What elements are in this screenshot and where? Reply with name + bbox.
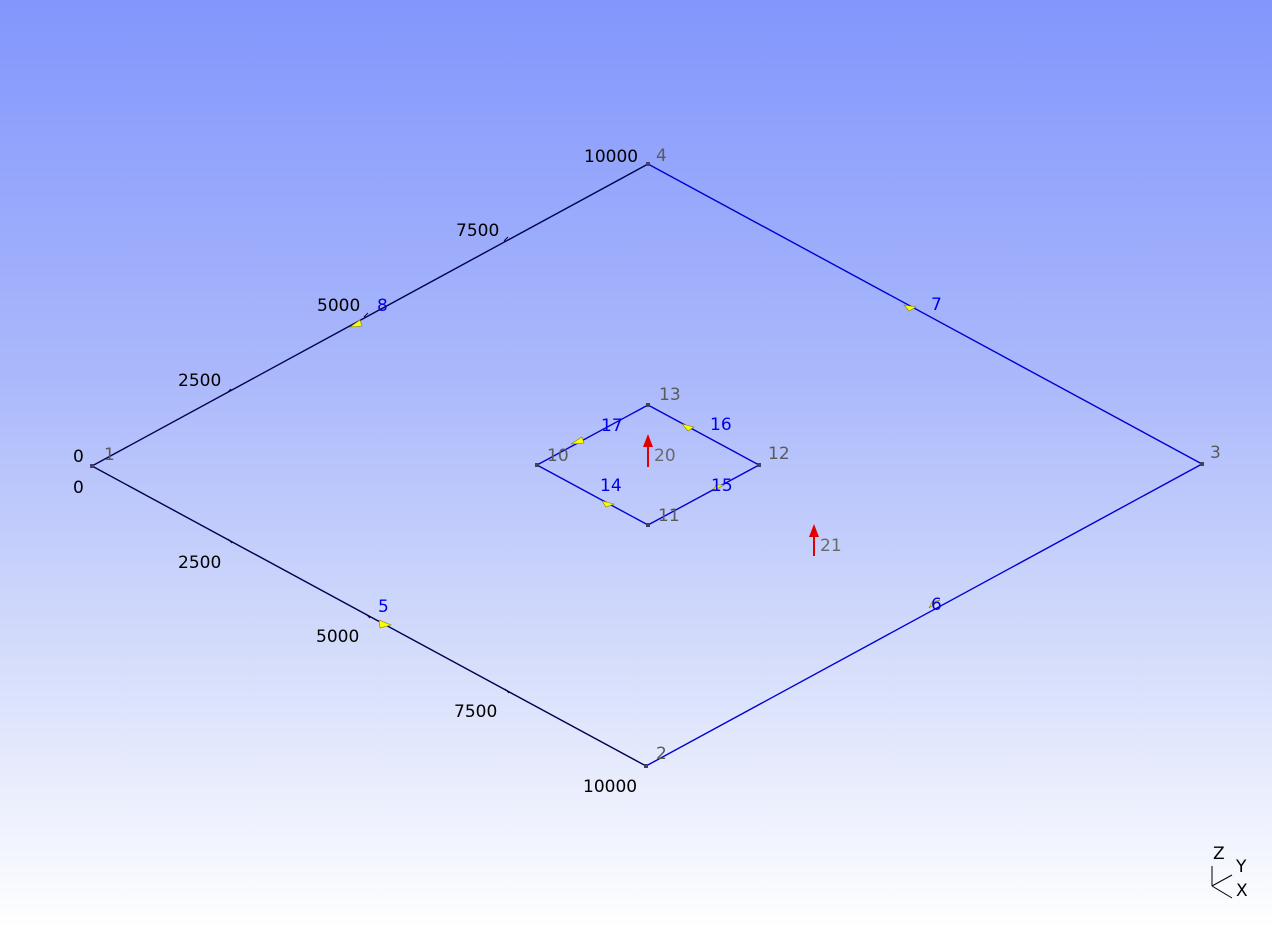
curve-15-line[interactable]: [647, 464, 760, 526]
curve-8-label: 8: [377, 296, 388, 316]
curve-16-label: 16: [710, 415, 732, 435]
ruler-x-label-10000: 10000: [583, 777, 637, 797]
curve-7-label: 7: [931, 295, 942, 315]
ruler-ticks: [226, 236, 510, 694]
curve-14-label: 14: [600, 476, 622, 496]
point-10-marker: [535, 463, 539, 467]
ruler-labels-x: 0 2500 5000 7500 10000: [73, 478, 637, 797]
curve-7-line[interactable]: [647, 163, 1203, 465]
outer-boundary: [91, 163, 1203, 767]
ruler-x-label-2500: 2500: [178, 553, 221, 573]
point-1-marker: [90, 464, 94, 468]
curve-6-line[interactable]: [645, 463, 1203, 767]
point-10-label: 10: [547, 446, 569, 466]
ruler-y-label-2500: 2500: [178, 371, 221, 391]
curve-5-label: 5: [378, 597, 389, 617]
point-11-marker: [646, 523, 650, 527]
point-4-label: 4: [656, 146, 667, 166]
curve-5-direction-arrow: [378, 619, 392, 629]
curve-17-direction-arrow: [570, 436, 585, 445]
axes-triad: Z Y X: [1211, 844, 1248, 901]
curve-6-label: 6: [931, 595, 942, 615]
point-11-label: 11: [658, 506, 680, 526]
curve-15-direction-arrow: [712, 484, 725, 492]
point-1-label: 1: [104, 445, 115, 465]
curve-7-direction-arrow: [903, 304, 917, 312]
vector-labels: 20 21: [654, 446, 842, 556]
point-3-marker: [1200, 462, 1204, 466]
curve-16-direction-arrow: [681, 423, 695, 432]
vertex-markers: [90, 162, 1204, 768]
point-13-marker: [646, 403, 650, 407]
ruler-x-label-5000: 5000: [316, 627, 359, 647]
curve-16-line[interactable]: [647, 404, 760, 466]
curve-14-direction-arrow: [601, 500, 616, 508]
triad-z-label: Z: [1213, 844, 1225, 864]
vector-20-label: 20: [654, 446, 676, 466]
curve-15-label: 15: [711, 476, 733, 496]
vectors: [643, 434, 819, 556]
point-3-label: 3: [1210, 443, 1221, 463]
triad-x-axis: [1211, 885, 1233, 899]
curve-5-line[interactable]: [91, 465, 647, 767]
curve-14-line[interactable]: [536, 464, 649, 526]
point-2-label: 2: [656, 744, 667, 764]
inner-boundary: [536, 404, 760, 526]
ruler-x-label-7500: 7500: [454, 702, 497, 722]
point-12-label: 12: [768, 444, 790, 464]
ruler-labels-y: 0 2500 5000 7500 10000: [73, 147, 638, 467]
ruler-y-label-5000: 5000: [317, 296, 360, 316]
vector-20-arrow[interactable]: [643, 434, 653, 467]
triad-y-label: Y: [1235, 857, 1247, 877]
ruler-y-label-10000: 10000: [584, 147, 638, 167]
direction-arrows: [348, 304, 941, 629]
curve-labels: 5 6 7 8 14 15 16 17: [377, 295, 942, 617]
point-12-marker: [757, 463, 761, 467]
curve-17-line[interactable]: [536, 404, 649, 466]
curve-8-direction-arrow: [348, 319, 363, 328]
curve-6-direction-arrow: [928, 599, 941, 609]
triad-x-label: X: [1236, 881, 1248, 901]
ruler-y-label-7500: 7500: [456, 221, 499, 241]
ruler-x-label-0: 0: [73, 478, 84, 498]
triad-y-axis: [1211, 874, 1233, 887]
ruler-y-label-0: 0: [73, 447, 84, 467]
vector-21-label: 21: [820, 536, 842, 556]
curve-8-line[interactable]: [91, 163, 649, 467]
point-labels: 1 2 3 4 10 11 12 13: [104, 146, 1221, 764]
point-13-label: 13: [659, 385, 681, 405]
curve-17-label: 17: [601, 416, 623, 436]
point-2-marker: [644, 764, 648, 768]
vector-21-arrow[interactable]: [809, 524, 819, 556]
point-4-marker: [646, 162, 650, 166]
